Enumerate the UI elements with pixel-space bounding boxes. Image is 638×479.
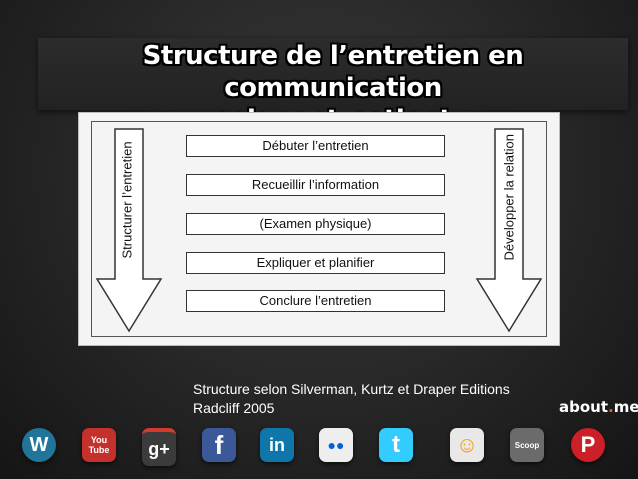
facebook-icon[interactable]: f — [202, 428, 236, 462]
linkedin-icon[interactable]: in — [260, 428, 294, 462]
twitter-icon[interactable]: t — [379, 428, 413, 462]
scoopit-icon[interactable]: Scoop — [510, 428, 544, 462]
right-arrow-label: Développer la relation — [501, 134, 517, 261]
step-5: Conclure l’entretien — [186, 290, 445, 312]
caption-line-1: Structure selon Silverman, Kurtz et Drap… — [193, 381, 510, 397]
aboutme-suffix: me — [613, 398, 638, 416]
right-down-arrow — [475, 128, 543, 333]
interview-structure-diagram: Structurer l’entretien Développer la rel… — [78, 112, 560, 346]
step-2: Recueillir l’information — [186, 174, 445, 196]
left-arrow-label: Structurer l’entretien — [119, 141, 135, 259]
google-plus-icon[interactable]: g+ — [142, 428, 176, 466]
left-down-arrow — [95, 128, 163, 333]
caption: Structure selon Silverman, Kurtz et Drap… — [193, 380, 510, 418]
people-icon[interactable]: ☺ — [450, 428, 484, 462]
flickr-icon[interactable]: ●● — [319, 428, 353, 462]
step-1: Débuter l’entretien — [186, 135, 445, 157]
youtube-icon[interactable]: You Tube — [82, 428, 116, 462]
aboutme-text: about — [559, 398, 609, 416]
aboutme-logo[interactable]: about.me — [559, 398, 638, 416]
wordpress-icon[interactable]: W — [22, 428, 56, 462]
aboutme-dot: . — [608, 398, 614, 416]
step-4: Expliquer et planifier — [186, 252, 445, 274]
step-3: (Examen physique) — [186, 213, 445, 235]
slide-title-line-1: Structure de l’entretien en communicatio… — [142, 41, 524, 103]
diagram-frame — [91, 121, 547, 337]
title-banner — [38, 38, 628, 110]
caption-line-2: Radcliff 2005 — [193, 400, 275, 416]
pinterest-icon[interactable]: P — [571, 428, 605, 462]
